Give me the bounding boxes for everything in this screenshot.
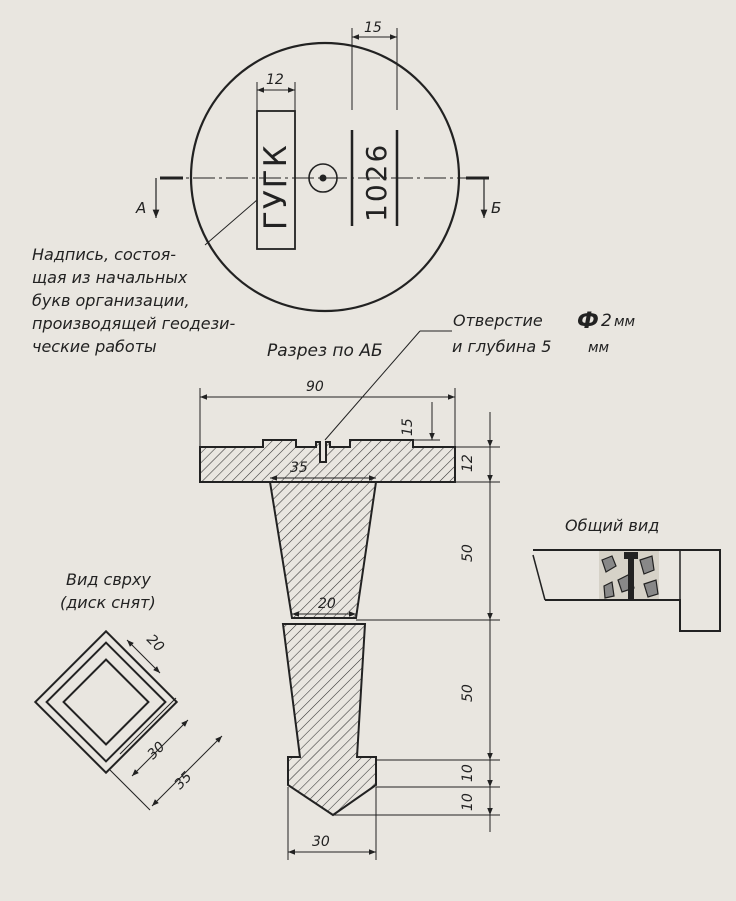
inscription-callout: Надпись, состоя- щая из начальных букв о… [32,245,235,356]
letters-frame [256,110,296,250]
plan-dim-line-20 [126,639,161,674]
plan-title-2: (диск снят) [60,593,156,612]
general-view-title: Общий вид [565,516,659,535]
inscription-line-5: ческие работы [32,337,157,356]
dim-disk-thickness: 12 [460,454,476,472]
section-view: 90 15 35 20 12 50 50 10 10 30 [199,379,500,860]
stamp-org-letters: ГУГК [258,143,294,230]
general-view-outline [533,549,721,632]
section-letter-a: А [135,199,146,217]
general-view-edge [532,554,546,601]
dim-base-width: 30 [312,834,330,850]
hole-line-2-unit: мм [588,340,610,356]
stamp-number: 1026 [360,143,393,222]
benchmark-stem [628,559,634,599]
center-hole-inner [319,174,327,182]
diameter-symbol: Ф [577,309,599,334]
disk-outline [189,41,461,313]
plan-view: Вид сврху (диск снят) 20 30 35 [33,570,223,811]
plan-dim-line-35 [151,735,223,807]
disk-top-view: А Б ГУГК 12 1026 15 [135,20,501,313]
disk-section [199,439,456,483]
section-letter-b: Б [491,199,501,217]
inscription-line-1: Надпись, состоя- [32,245,176,264]
dim-disk-width: 90 [306,379,324,395]
plan-dim-ext-35 [109,769,151,811]
dim-shoulder-height: 10 [460,764,476,782]
dim-upper-height: 50 [460,544,476,562]
hole-line-1-prefix: Отверстие [453,311,543,330]
hole-leader [324,330,421,441]
benchmark-disk [624,552,638,559]
plan-title-1: Вид сврху [66,570,151,589]
dim-number-height: 15 [364,20,382,36]
plan-dim-small: 20 [143,632,167,656]
dim-letter-height: 12 [266,72,284,88]
inscription-line-2: щая из начальных [32,268,188,287]
inscription-leader [204,199,258,246]
hole-callout: Отверстие Ф 2 мм и глубина 5 мм [324,309,636,441]
general-view: Общий вид [532,516,721,632]
inscription-line-3: букв организации, [32,291,190,310]
lower-pillar-section [281,623,377,817]
dim-neck-width: 20 [318,596,336,612]
section-title: Разрез по АБ [267,341,383,361]
center-hole-outer [308,163,338,193]
hole-diameter-unit: мм [614,314,636,330]
plan-dim-large: 35 [172,769,196,793]
dim-top-width: 35 [290,460,308,476]
hole-diameter-value: 2 [601,311,612,331]
plan-square-inner [62,658,150,746]
dim-lower-height: 50 [460,684,476,702]
upper-pillar-section [268,481,378,619]
inscription-line-4: производящей геодези- [32,314,235,333]
dim-tip-height: 10 [460,793,476,811]
plan-dim-ext-30 [119,697,177,755]
dim-recess-depth: 15 [400,418,416,436]
hole-line-2: и глубина 5 [452,337,551,356]
